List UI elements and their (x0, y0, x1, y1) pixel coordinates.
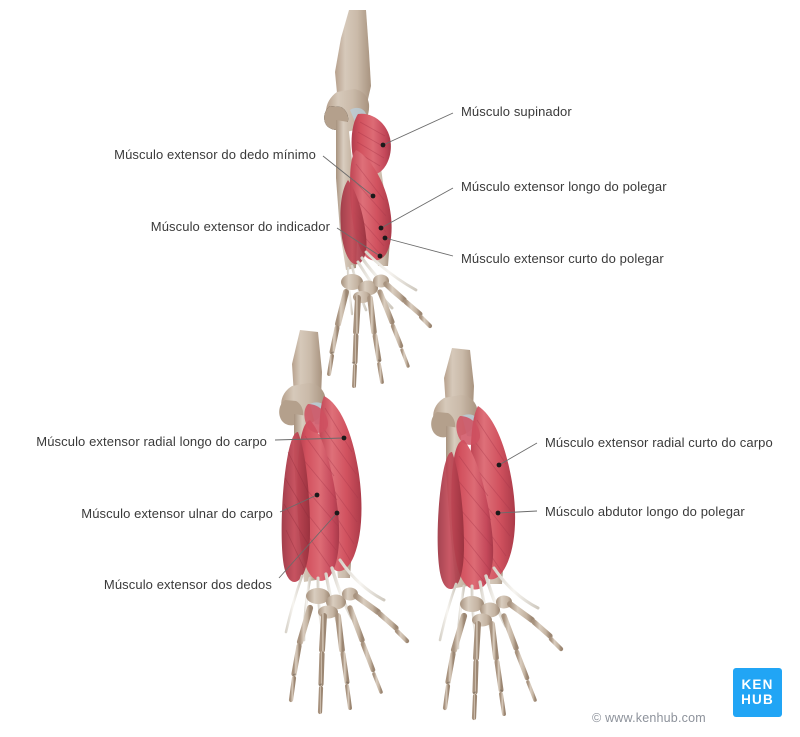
label-extensor-radial-longo-carpo[interactable]: Músculo extensor radial longo do carpo (36, 434, 267, 449)
metacarpals-bl (296, 593, 381, 653)
leader-dot-extensor-longo-polegar (378, 225, 384, 231)
ecrb-striations (473, 419, 513, 573)
anconeus-muscle-br (456, 416, 480, 445)
label-extensor-radial-curto-carpo[interactable]: Músculo extensor radial curto do carpo (545, 435, 773, 450)
label-extensor-longo-polegar[interactable]: Músculo extensor longo do polegar (461, 179, 667, 194)
leader-dot-extensor-dedo-minimo (370, 193, 376, 199)
carpal-bones-bl (306, 587, 358, 619)
label-abdutor-longo-polegar[interactable]: Músculo abdutor longo do polegar (545, 504, 745, 519)
kenhub-logo-line1: KEN (741, 676, 774, 692)
phalanges-top (327, 299, 433, 388)
supinator-striations (356, 121, 387, 167)
metacarpals-top (335, 281, 407, 335)
finger-joints-bl (292, 673, 350, 686)
leader-line-extensor-curto-polegar (384, 237, 454, 257)
bottom-right-forearm-figure (431, 348, 564, 721)
apl-striations (453, 455, 493, 585)
finger-joints-br (446, 681, 504, 694)
anconeus-muscle (304, 404, 328, 433)
leader-line-extensor-indicador (336, 227, 381, 257)
top-forearm-figure (324, 10, 433, 388)
leader-line-extensor-ulnar-carpo (279, 494, 318, 513)
kenhub-logo-line2: HUB (741, 691, 774, 707)
leader-dot-extensor-radial-curto-carpo (496, 462, 502, 468)
extensor-carpi-ulnaris-muscle (281, 432, 310, 582)
leader-dot-abdutor-longo-polegar (495, 510, 501, 516)
leader-dot-supinador (380, 142, 386, 148)
kenhub-logo[interactable]: KEN HUB (733, 668, 782, 717)
ecrl-striations (321, 407, 359, 561)
leader-line-extensor-longo-polegar (380, 187, 454, 229)
leader-dot-extensor-radial-longo-carpo (341, 435, 347, 441)
leader-dot-extensor-dos-dedos (334, 510, 340, 516)
label-extensor-curto-polegar[interactable]: Músculo extensor curto do polegar (461, 251, 664, 266)
bottom-left-forearm-figure (279, 330, 410, 715)
leader-line-extensor-radial-curto-carpo (498, 442, 538, 466)
leader-dot-extensor-indicador (377, 253, 383, 259)
label-extensor-dedo-minimo[interactable]: Músculo extensor do dedo mínimo (114, 147, 316, 162)
leader-dot-extensor-curto-polegar (382, 235, 388, 241)
leader-line-extensor-radial-longo-carpo (274, 437, 345, 441)
leader-line-extensor-dedo-minimo (322, 155, 374, 197)
leader-lines (274, 112, 538, 579)
leader-line-abdutor-longo-polegar (497, 510, 538, 514)
label-extensor-ulnar-carpo[interactable]: Músculo extensor ulnar do carpo (81, 506, 273, 521)
label-extensor-dos-dedos[interactable]: Músculo extensor dos dedos (103, 577, 272, 592)
label-extensor-indicador[interactable]: Músculo extensor do indicador (150, 219, 330, 234)
extensor-group-medial-br (437, 452, 464, 590)
leader-dot-extensor-ulnar-carpo (314, 492, 320, 498)
phalanges-br (442, 619, 564, 721)
leader-line-supinador (382, 112, 454, 146)
phalanges-bl (288, 611, 410, 715)
metacarpals-br (450, 601, 535, 661)
ed-striations (299, 435, 339, 571)
copyright-notice: © www.kenhub.com (592, 711, 706, 725)
leader-line-extensor-dos-dedos (278, 512, 338, 579)
label-supinador[interactable]: Músculo supinador (461, 104, 572, 119)
deep-extensor-striations (352, 163, 387, 255)
finger-joints-top (330, 351, 382, 364)
humerus-bone (335, 10, 371, 112)
ecu-striations (283, 451, 310, 569)
